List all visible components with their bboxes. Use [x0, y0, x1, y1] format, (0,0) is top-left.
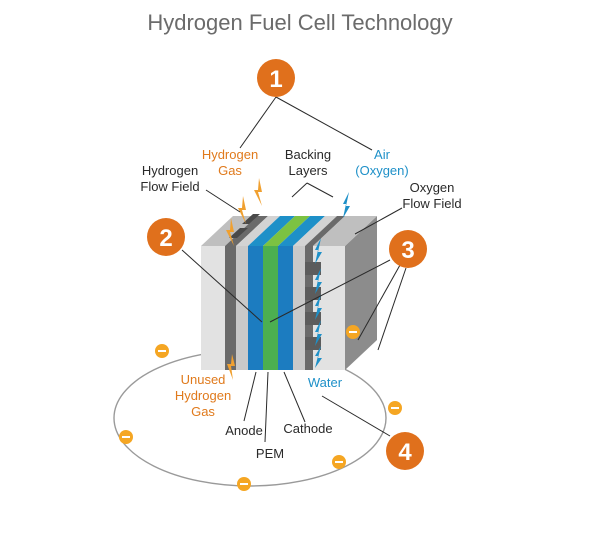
hydrogen-gas-label: Hydrogen [202, 147, 258, 162]
electron-markers [119, 325, 402, 491]
hydrogen-flow-field-label: Hydrogen [142, 163, 198, 178]
svg-text:2: 2 [159, 225, 172, 252]
electron-icon [346, 325, 360, 339]
unused-hydrogen-gas-label-line3: Gas [191, 404, 215, 419]
anode-label: Anode [225, 423, 263, 438]
air-oxygen-label-line2: (Oxygen) [355, 163, 408, 178]
leader-lines [181, 96, 407, 443]
hydrogen-gas-label-line2: Gas [218, 163, 242, 178]
oxygen-flow-field-label: Oxygen [410, 180, 455, 195]
hydrogen-flow-arrows [226, 178, 262, 380]
unused-hydrogen-gas-label: Unused [181, 372, 226, 387]
electron-icon [332, 455, 346, 469]
oxygen-flow-arrows [315, 192, 350, 368]
page-title: Hydrogen Fuel Cell Technology [147, 10, 452, 35]
step-badge-2: 2 [147, 218, 185, 256]
electron-icon [237, 477, 251, 491]
water-label: Water [308, 375, 343, 390]
cathode-label: Cathode [283, 421, 332, 436]
air-oxygen-label: Air [374, 147, 391, 162]
step-badge-3: 3 [389, 230, 427, 268]
step-badge-4: 4 [386, 432, 424, 470]
hydrogen-flow-field-label-line2: Flow Field [140, 179, 199, 194]
pem-label: PEM [256, 446, 284, 461]
electron-icon [119, 430, 133, 444]
backing-layers-label-line2: Layers [288, 163, 328, 178]
svg-text:1: 1 [269, 66, 282, 93]
fuel-cell-stack [201, 214, 377, 370]
backing-layers-label: Backing [285, 147, 331, 162]
electron-icon [388, 401, 402, 415]
step-badge-1: 1 [257, 59, 295, 97]
svg-text:4: 4 [398, 439, 412, 466]
svg-text:3: 3 [401, 237, 414, 264]
external-circuit [113, 349, 387, 487]
electron-icon [155, 344, 169, 358]
oxygen-flow-field-label-line2: Flow Field [402, 196, 461, 211]
unused-hydrogen-gas-label-line2: Hydrogen [175, 388, 231, 403]
